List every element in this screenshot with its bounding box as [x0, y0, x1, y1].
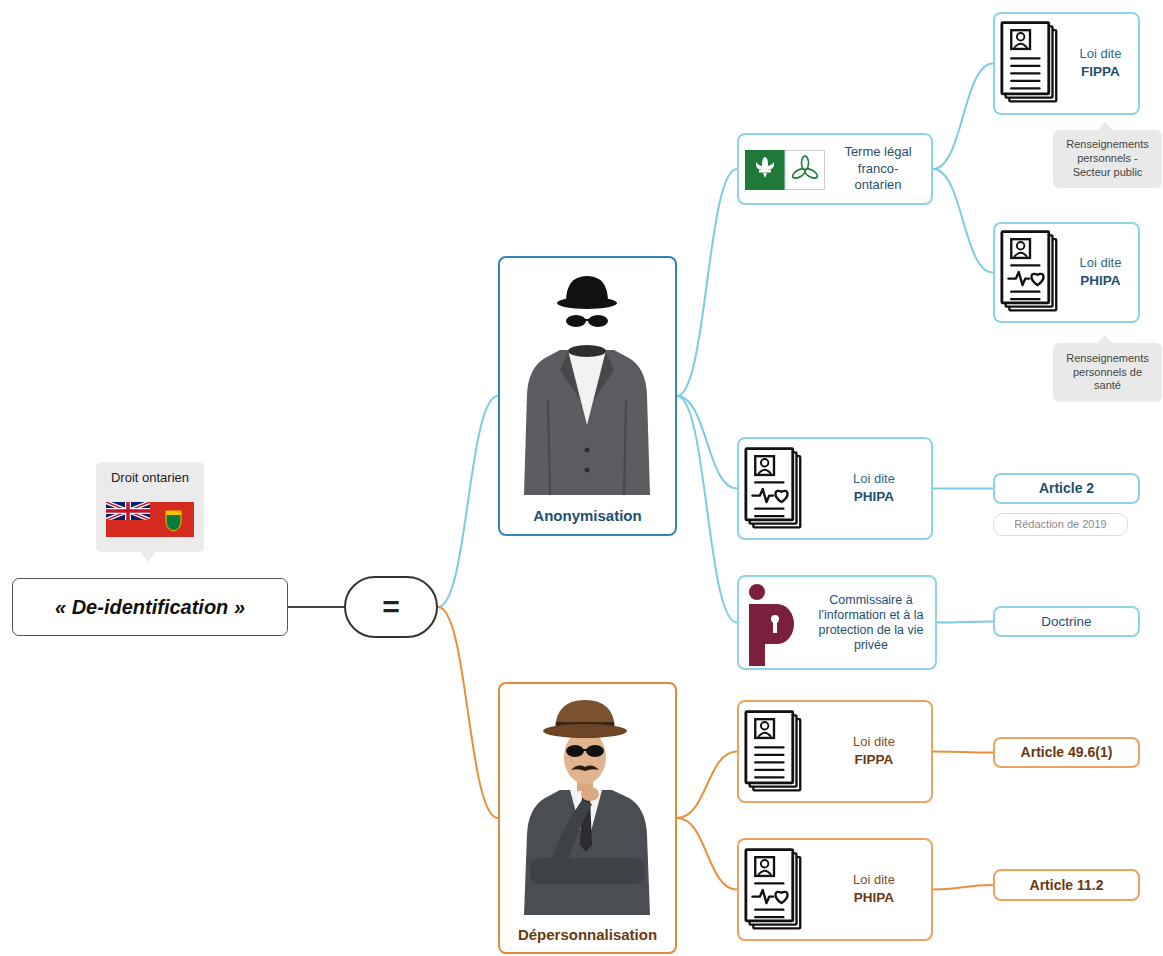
branch-connector [933, 488, 993, 490]
article-box: Doctrine [993, 606, 1140, 637]
speech-bubble: Droit ontarien [96, 462, 204, 552]
branch-connector [438, 396, 498, 607]
concept-card: Anonymisation [498, 256, 677, 536]
equals-circle: = [344, 576, 438, 638]
node-label: « De-identification » [55, 594, 245, 620]
branch-connector [677, 752, 737, 819]
node-label: Terme légal franco-ontarien [836, 144, 920, 195]
law-box: Loi diteFIPPA [737, 700, 933, 803]
node-label: PHIPA [854, 488, 894, 506]
branch-connector [288, 606, 344, 608]
franco-ontarian-flag [745, 150, 825, 190]
authority-box: Commissaire à l’information et à la prot… [737, 575, 937, 670]
node-label: FIPPA [1081, 63, 1120, 81]
term-box: « De-identification » [12, 578, 288, 636]
branch-connector [677, 818, 737, 890]
law-box: Loi diteFIPPA [993, 12, 1140, 115]
branch-connector [677, 396, 737, 489]
node-label: Dépersonnalisation [518, 925, 657, 945]
concept-card: Dépersonnalisation [498, 682, 677, 954]
node-label: Droit ontarien [111, 470, 189, 487]
note-callout: Renseignements personnels de santé [1053, 343, 1162, 402]
note-callout: Renseignements personnels - Secteur publ… [1053, 130, 1162, 188]
disguised-man-figure [524, 700, 650, 915]
article-box: Article 11.2 [993, 869, 1140, 901]
node-label: Rédaction de 2019 [1014, 517, 1106, 531]
speech-bubble-ground [96, 462, 204, 562]
document-icon [1002, 23, 1056, 102]
node-label: Commissaire à l’information et à la prot… [813, 593, 929, 653]
node-label: Article 49.6(1) [1021, 743, 1113, 761]
health-document-icon [746, 850, 800, 929]
node-label: Renseignements personnels - Secteur publ… [1059, 138, 1156, 179]
branch-connector [933, 752, 993, 753]
node-label: Article 2 [1039, 479, 1094, 497]
node-label: FIPPA [855, 751, 894, 769]
branch-connector [438, 607, 498, 818]
invisible-man-figure [524, 276, 650, 495]
node-label: PHIPA [1080, 272, 1120, 290]
branch-connector [677, 169, 737, 396]
node-label: Article 11.2 [1030, 876, 1104, 894]
health-document-icon [1002, 232, 1056, 311]
branch-connector [937, 622, 993, 623]
ontario-flag [106, 502, 194, 537]
node-label: = [382, 592, 400, 622]
node-label: Renseignements personnels de santé [1059, 352, 1156, 393]
branch-connector [933, 64, 993, 170]
date-pill: Rédaction de 2019 [993, 513, 1128, 536]
law-box: Loi ditePHIPA [737, 437, 933, 540]
node-label: Doctrine [1041, 613, 1091, 631]
document-icon [746, 712, 800, 791]
article-box: Article 2 [993, 473, 1140, 504]
branch-connector [933, 885, 993, 890]
node-label: Loi dite [853, 471, 895, 488]
node-label: Loi dite [1080, 46, 1122, 63]
node-label: Loi dite [853, 872, 895, 889]
node-label: Loi dite [853, 734, 895, 751]
branch-connector [933, 169, 993, 273]
law-box: Loi ditePHIPA [993, 222, 1140, 323]
node-label: Loi dite [1080, 255, 1122, 272]
node-label: PHIPA [854, 889, 894, 907]
article-box: Article 49.6(1) [993, 737, 1140, 768]
law-box: Loi ditePHIPA [737, 838, 933, 941]
branch-connector [677, 396, 737, 623]
node-label: Anonymisation [533, 506, 641, 526]
source-box: Terme légal franco-ontarien [737, 133, 933, 205]
health-document-icon [746, 449, 800, 528]
ipc-logo [749, 584, 794, 666]
